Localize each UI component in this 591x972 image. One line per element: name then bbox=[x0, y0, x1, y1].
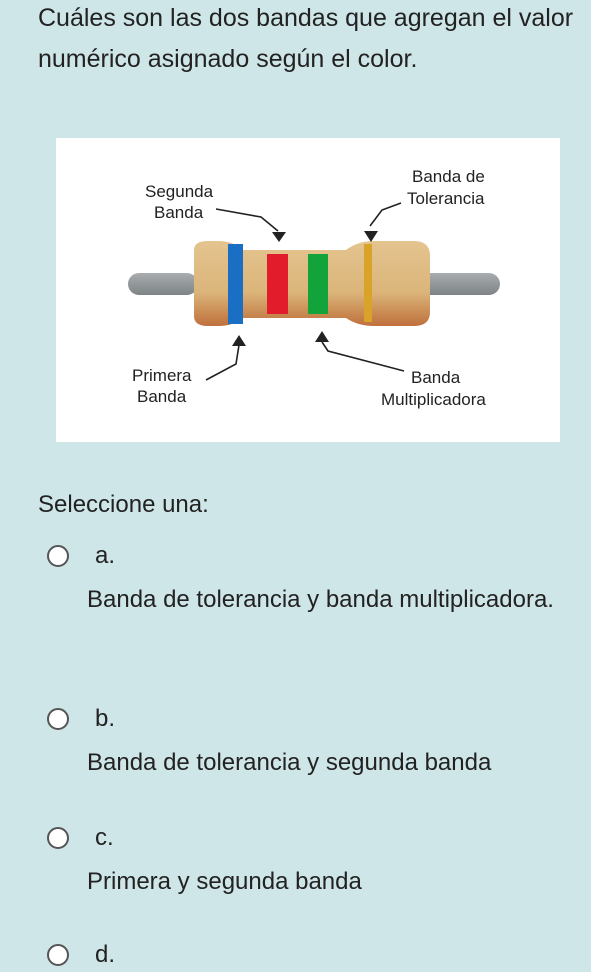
radio-b[interactable] bbox=[47, 708, 69, 730]
option-b-text: Banda de tolerancia y segunda banda bbox=[87, 749, 492, 776]
option-c-text: Primera y segunda banda bbox=[87, 868, 362, 895]
label-segunda-1: Segunda bbox=[145, 182, 214, 201]
label-tolerancia-1: Banda de bbox=[412, 167, 485, 186]
option-c-letter: c. bbox=[95, 824, 114, 851]
arrowhead-second bbox=[272, 232, 286, 242]
select-one-label: Seleccione una: bbox=[38, 491, 209, 518]
tolerance-band bbox=[364, 244, 372, 322]
label-multiplicadora-1: Banda bbox=[411, 368, 461, 387]
arrow-tolerance bbox=[369, 202, 402, 227]
arrowhead-first bbox=[232, 335, 246, 346]
radio-d[interactable] bbox=[47, 944, 69, 966]
second-band bbox=[267, 254, 288, 314]
question-text: Cuáles son las dos bandas que agregan el… bbox=[38, 4, 574, 73]
option-a-letter: a. bbox=[95, 542, 116, 569]
first-band bbox=[228, 244, 243, 324]
arrow-second-band bbox=[215, 208, 279, 232]
label-primera-2: Banda bbox=[137, 387, 187, 406]
arrow-first-band bbox=[205, 344, 240, 381]
label-tolerancia-2: Tolerancia bbox=[407, 189, 485, 208]
arrow-multiplier bbox=[321, 341, 405, 372]
radio-a[interactable] bbox=[47, 545, 69, 567]
label-multiplicadora-2: Multiplicadora bbox=[381, 390, 486, 409]
arrowhead-multiplier bbox=[315, 331, 329, 342]
resistor-figure: Segunda Banda Banda de Tolerancia Primer… bbox=[56, 138, 560, 442]
resistor-diagram: Segunda Banda Banda de Tolerancia Primer… bbox=[128, 167, 500, 409]
multiplier-band bbox=[308, 254, 328, 314]
option-a-text: Banda de tolerancia y banda multiplicado… bbox=[87, 586, 554, 613]
label-segunda-2: Banda bbox=[154, 203, 204, 222]
arrowhead-tolerance bbox=[364, 231, 378, 242]
option-b-letter: b. bbox=[95, 705, 116, 732]
label-primera-1: Primera bbox=[132, 366, 192, 385]
radio-c[interactable] bbox=[47, 827, 69, 849]
option-d-letter: d. bbox=[95, 941, 116, 968]
right-lead bbox=[418, 273, 500, 295]
left-lead bbox=[128, 273, 198, 295]
